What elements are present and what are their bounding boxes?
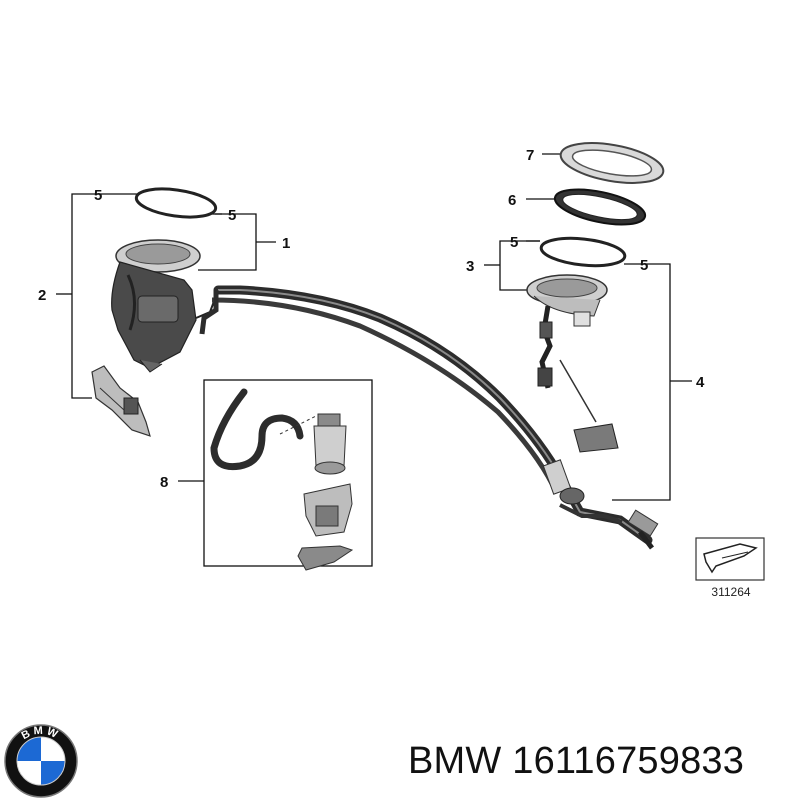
logo-lettering: BMW [20,725,62,742]
callout-4: 4 [696,374,705,391]
leader-lines [56,153,692,501]
callout-5-right-top: 5 [510,234,518,251]
inset-hose [210,388,321,471]
inset-bracket-plate [297,545,354,571]
part-caption: BMW 16116759833 [408,740,744,783]
callout-8: 8 [160,474,168,491]
caption-part-number: 16116759833 [512,740,745,782]
callout-5-left-ring: 5 [228,207,236,224]
callout-5-left-top: 5 [94,187,102,204]
reference-arrow-box: 311264 [695,537,765,599]
callout-2: 2 [38,287,46,304]
callout-5-right-ring: 5 [640,257,648,274]
callout-3: 3 [466,258,474,275]
callout-labels: 1 2 3 4 5 5 5 5 6 7 8 [38,147,705,491]
callout-1: 1 [282,235,290,252]
gasket-ring-left [134,187,218,219]
caption-brand: BMW [408,740,502,782]
inset-holder [303,483,353,537]
fuel-level-sensor-unit [526,274,619,453]
locking-ring [559,142,665,184]
reference-number: 311264 [711,585,750,599]
retaining-ring [553,188,647,226]
inset-box [203,379,373,567]
callout-7: 7 [526,147,534,164]
fuel-pump-unit [111,239,217,373]
bmw-logo: BMW [2,722,80,800]
level-sensor-bracket [91,365,151,437]
inset-pump [313,413,347,475]
gasket-ring-right [539,236,627,268]
callout-6: 6 [508,192,516,209]
fuel-hose-assembly [199,285,659,550]
